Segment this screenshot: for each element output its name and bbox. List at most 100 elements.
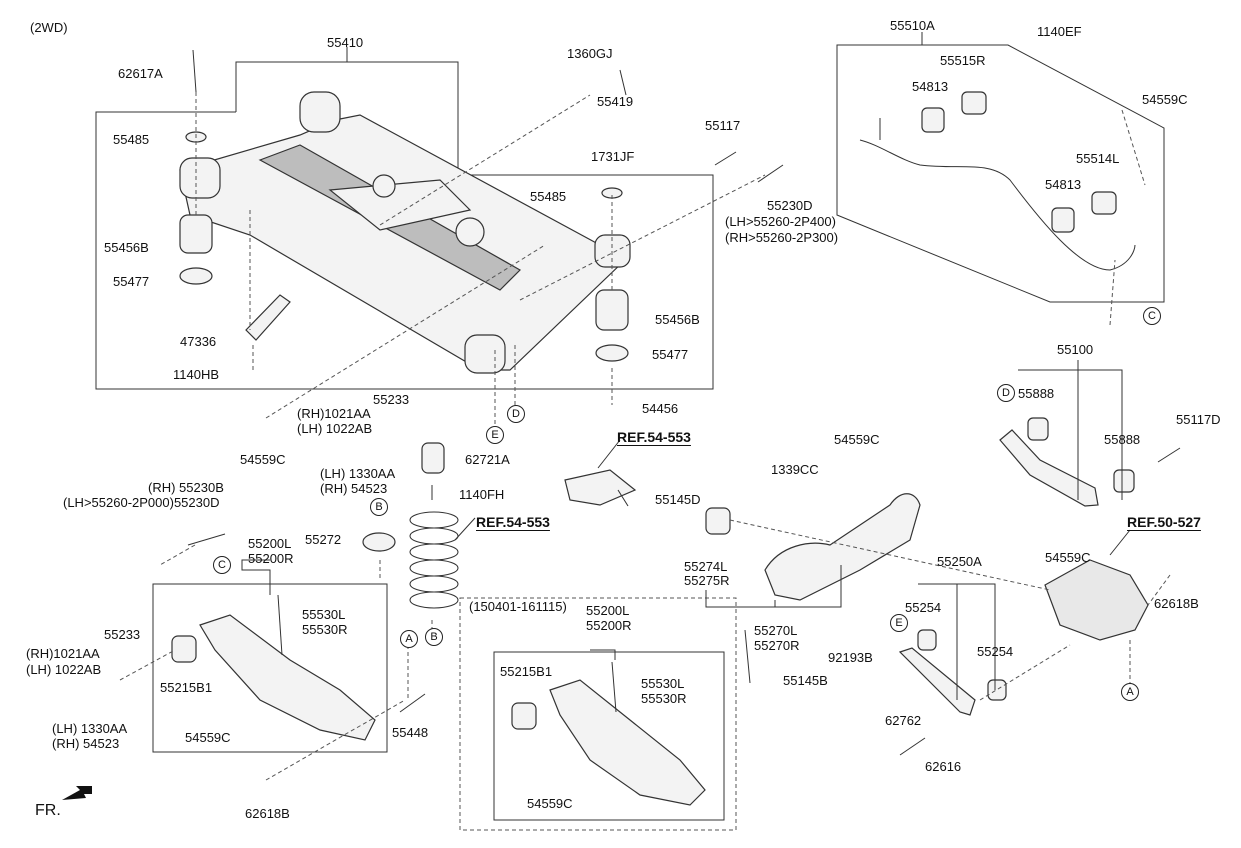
part-label: 62616	[925, 759, 962, 774]
ref-link-2[interactable]: REF.54-553	[476, 514, 550, 530]
shock-mount	[564, 469, 637, 506]
upper-arm-bushing-2	[1113, 469, 1135, 493]
lower-arm-bushing	[171, 635, 197, 663]
part-label: 55200R	[586, 618, 632, 633]
part-label: 55274L	[684, 559, 728, 574]
crossmember-shape	[179, 91, 631, 374]
leader-lines	[119, 32, 1171, 781]
part-label: 55200L	[586, 603, 630, 618]
stabilizer-link-variant	[611, 661, 617, 713]
spring-seat	[362, 532, 396, 552]
part-label: 55456B	[104, 240, 149, 255]
stabilizer-bushing-1	[921, 107, 945, 133]
part-label: 54559C	[185, 730, 231, 745]
trailing-arm-bushing	[705, 507, 731, 535]
part-label: (LH) 1022AB	[26, 662, 102, 677]
knuckle	[1044, 559, 1149, 641]
part-label: 62618B	[245, 806, 290, 821]
part-label: 47336	[180, 334, 217, 349]
stabilizer-clamp-1	[961, 91, 987, 115]
drive-type-title: (2WD)	[30, 20, 68, 35]
part-label: 54559C	[834, 432, 880, 447]
part-label: (RH)1021AA	[26, 646, 100, 661]
part-label: 55419	[597, 94, 634, 109]
part-label: 54559C	[240, 452, 286, 467]
ref-link-3[interactable]: REF.50-527	[1127, 514, 1201, 530]
front-arrow	[62, 786, 92, 800]
part-label: 55100	[1057, 342, 1094, 357]
upper-arm-bushing-1	[1027, 417, 1049, 441]
part-label: 55510A	[890, 18, 935, 33]
bolts	[187, 49, 1181, 756]
stabilizer-link	[277, 594, 283, 656]
part-label: 55200R	[248, 551, 294, 566]
trailing-arm	[764, 493, 921, 601]
stabilizer-clamp-2	[1091, 191, 1117, 215]
part-label: 55145D	[655, 492, 701, 507]
part-label: 55233	[373, 392, 410, 407]
part-label: 62721A	[465, 452, 510, 467]
part-label: 55888	[1104, 432, 1141, 447]
lower-arm-variant-bushing	[511, 702, 537, 730]
part-label: 55270L	[754, 623, 798, 638]
part-label: (RH)1021AA	[297, 406, 371, 421]
ref-link-1[interactable]: REF.54-553	[617, 429, 691, 445]
stabilizer-bar	[859, 139, 1136, 271]
part-label: 55250A	[937, 554, 982, 569]
assist-arm-bushing-1	[917, 629, 937, 651]
part-label: (150401-161115)	[469, 599, 567, 614]
variant-inner-box	[493, 651, 725, 821]
callout-a-2: A	[1121, 683, 1139, 701]
assist-arm	[898, 647, 976, 716]
part-label: 55215B1	[500, 664, 553, 679]
part-label: (RH) 54523	[320, 481, 388, 496]
part-label: 55530R	[302, 622, 348, 637]
part-label: 55254	[905, 600, 942, 615]
part-label: 55233	[104, 627, 141, 642]
part-label: 62617A	[118, 66, 163, 81]
part-label: 55530L	[302, 607, 346, 622]
part-label: 55117	[705, 118, 741, 133]
part-label: (LH) 1330AA	[320, 466, 396, 481]
part-label: (LH>55260-2P000)55230D	[63, 495, 220, 510]
part-label: 54559C	[1045, 550, 1091, 565]
part-label: 55515R	[940, 53, 986, 68]
part-label: (RH) 55230B	[148, 480, 224, 495]
part-label: 55530L	[641, 676, 685, 691]
part-label: (RH) 54523	[52, 736, 120, 751]
callout-b: B	[370, 498, 388, 516]
coil-spring	[409, 511, 459, 609]
part-label: 54559C	[527, 796, 573, 811]
lower-arm-variant	[549, 679, 706, 806]
part-label: 55275R	[684, 573, 730, 588]
lower-arm	[199, 614, 376, 741]
part-label: 55456B	[655, 312, 700, 327]
front-label: FR.	[35, 802, 61, 819]
upper-arm	[999, 429, 1099, 507]
part-label: 55485	[113, 132, 150, 147]
callout-b-2: B	[425, 628, 443, 646]
assist-arm-bushing-2	[987, 679, 1007, 701]
stabilizer-group-box	[836, 44, 1165, 303]
part-label: 62618B	[1154, 596, 1199, 611]
callout-a: A	[400, 630, 418, 648]
callout-e: E	[486, 426, 504, 444]
callout-c-2: C	[1143, 307, 1161, 325]
part-label: 55230D	[767, 198, 813, 213]
part-label: (LH>55260-2P400)	[725, 214, 836, 229]
crossmember-group-box	[95, 61, 714, 390]
part-label: 55448	[392, 725, 429, 740]
part-label: 55530R	[641, 691, 687, 706]
part-label: 54813	[912, 79, 949, 94]
part-label: 55514L	[1076, 151, 1120, 166]
variant-box-dashed	[459, 597, 737, 831]
part-label: 1731JF	[591, 149, 635, 164]
callout-d-2: D	[997, 384, 1015, 402]
part-label: 55272	[305, 532, 342, 547]
part-label: 55477	[113, 274, 150, 289]
part-label: (RH>55260-2P300)	[725, 230, 839, 245]
part-label: 1339CC	[771, 462, 819, 477]
part-label: 55410	[327, 35, 364, 50]
part-label: 55270R	[754, 638, 800, 653]
